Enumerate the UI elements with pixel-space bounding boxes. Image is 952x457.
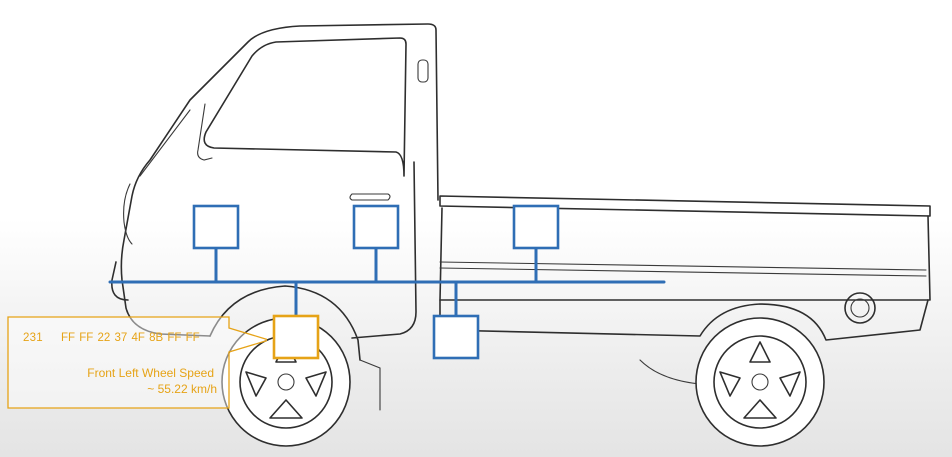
- front-spoke-2: [245, 371, 267, 397]
- front-left-wheel-speed-ecu: [272, 314, 320, 360]
- rear-tire: [695, 317, 825, 447]
- rear-wheel: [695, 317, 825, 447]
- rear-rim: [713, 335, 807, 429]
- cab-vent: [417, 59, 429, 83]
- bed-line-2: [439, 267, 927, 277]
- door-window: [203, 37, 407, 177]
- fuel-cap-outer: [844, 292, 876, 324]
- can-frame-id: 231: [23, 332, 43, 344]
- ecu-box-2: [352, 204, 400, 250]
- a-pillar: [139, 109, 191, 177]
- front-spoke-3: [305, 371, 327, 397]
- chassis-link: [359, 359, 381, 411]
- truck-outline: [111, 23, 931, 411]
- rear-spoke-3: [779, 371, 801, 397]
- rear-spoke-2: [719, 371, 741, 397]
- headlight: [123, 183, 133, 245]
- cab-outline: [120, 23, 439, 337]
- side-mirror: [197, 103, 213, 161]
- bed-top-rail: [439, 195, 931, 217]
- door-rear-edge: [351, 161, 417, 339]
- front-spoke-4: [269, 399, 303, 419]
- front-hub: [277, 373, 295, 391]
- signal-name: Front Left Wheel Speed: [87, 366, 214, 380]
- front-bumper: [111, 261, 129, 301]
- bed-side: [439, 207, 931, 301]
- rear-spoke-1: [749, 341, 771, 363]
- door-handle: [349, 193, 391, 201]
- fuel-cap-inner: [850, 298, 870, 318]
- lower-body: [439, 299, 929, 341]
- rear-spoke-4: [743, 399, 777, 419]
- ecu-box-5: [432, 314, 480, 360]
- rear-hub: [751, 373, 769, 391]
- rear-spring: [639, 359, 701, 385]
- signal-value: ~ 55.22 km/h: [147, 382, 217, 396]
- ecu-box-3: [512, 204, 560, 250]
- can-bus-network: [108, 204, 666, 360]
- callout-frame: [7, 316, 267, 409]
- front-wheel-arch: [209, 285, 361, 361]
- ecu-box-1: [192, 204, 240, 250]
- bed-line-1: [439, 261, 927, 271]
- can-frame-bytes: FF FF 22 37 4F 8B FF FF: [61, 332, 200, 344]
- can-frame-callout: 231 FF FF 22 37 4F 8B FF FF Front Left W…: [7, 316, 267, 409]
